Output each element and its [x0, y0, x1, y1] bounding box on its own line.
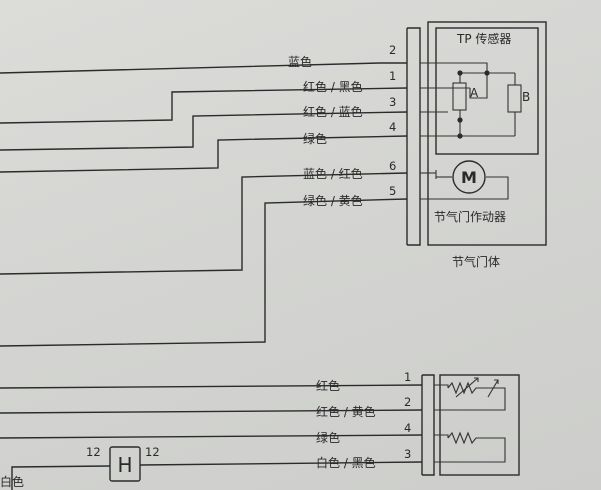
- lower-sensor-component: [434, 374, 520, 476]
- lower-sensor-frame: [439, 374, 520, 476]
- wire-blue-pin-2: 蓝色 2: [0, 43, 407, 74]
- upper-connector-bracket: [406, 27, 421, 246]
- wire-green-pin-4-lower: 绿色 4: [0, 421, 423, 445]
- wire-label: 白色 / 黑色: [316, 455, 376, 470]
- resistor-b: [507, 84, 522, 113]
- wire-label: 绿色: [303, 131, 327, 146]
- throttle-body-frame: [427, 21, 547, 246]
- pin-number: 6: [389, 159, 396, 173]
- resistor-a: [452, 82, 467, 111]
- wire-label: 红色 / 黑色: [303, 79, 363, 94]
- wire-label: 蓝色: [288, 55, 312, 69]
- pin-number: 3: [389, 95, 396, 109]
- pin-number: 1: [389, 69, 396, 83]
- wire-red-blue-pin-3: 红色 / 蓝色 3: [0, 95, 408, 151]
- connector-box: [109, 446, 141, 482]
- wire-white-black-pin-3: 白色 / 黑色 3: [11, 447, 423, 490]
- resistor-b-label: B: [522, 90, 530, 104]
- resistor-a-label: A: [470, 86, 479, 100]
- tp-sensor: TP 传感器 A B: [420, 27, 539, 155]
- throttle-body-title: 节气门体: [452, 254, 500, 269]
- wire-label: 绿色 / 黄色: [303, 193, 363, 208]
- wire-green-pin-4: 绿色 4: [0, 120, 408, 173]
- tp-sensor-title: TP 传感器: [456, 31, 511, 46]
- tp-sensor-frame: [435, 27, 539, 155]
- pin-number: 5: [389, 184, 396, 198]
- bottom-left-wire-label: 白色: [0, 474, 24, 489]
- pin-number: 2: [404, 395, 411, 409]
- connector-symbol: H: [117, 453, 132, 477]
- wire-label: 红色 / 黄色: [316, 404, 376, 419]
- connector-pin-left: 12: [86, 445, 101, 459]
- connector-pin-right: 12: [145, 445, 160, 459]
- pin-number: 4: [389, 120, 396, 134]
- wire-red-pin-1: 红色 1: [0, 370, 423, 393]
- pin-number: 4: [404, 421, 411, 435]
- motor-icon: [452, 160, 486, 194]
- wire-red-black-pin-1: 红色 / 黑色 1: [0, 69, 408, 124]
- pin-number: 3: [404, 447, 411, 461]
- junction-connector: H 12 12: [86, 445, 160, 482]
- lower-connector-bracket: [421, 374, 435, 476]
- wire-label: 绿色: [316, 430, 340, 445]
- throttle-actuator: M 节气门作动器: [420, 160, 509, 224]
- wire-blue-red-pin-6: 蓝色 / 红色 6: [0, 159, 408, 275]
- wire-red-yellow-pin-2: 红色 / 黄色 2: [0, 395, 423, 419]
- wire-label: 红色 / 蓝色: [303, 104, 363, 119]
- wire-green-yellow-pin-5: 绿色 / 黄色 5: [0, 184, 408, 347]
- actuator-title: 节气门作动器: [434, 209, 506, 224]
- pin-number: 1: [404, 370, 411, 384]
- wire-label: 红色: [316, 378, 340, 393]
- wire-label: 蓝色 / 红色: [303, 166, 363, 181]
- motor-symbol: M: [461, 168, 477, 187]
- pin-number: 2: [389, 43, 396, 57]
